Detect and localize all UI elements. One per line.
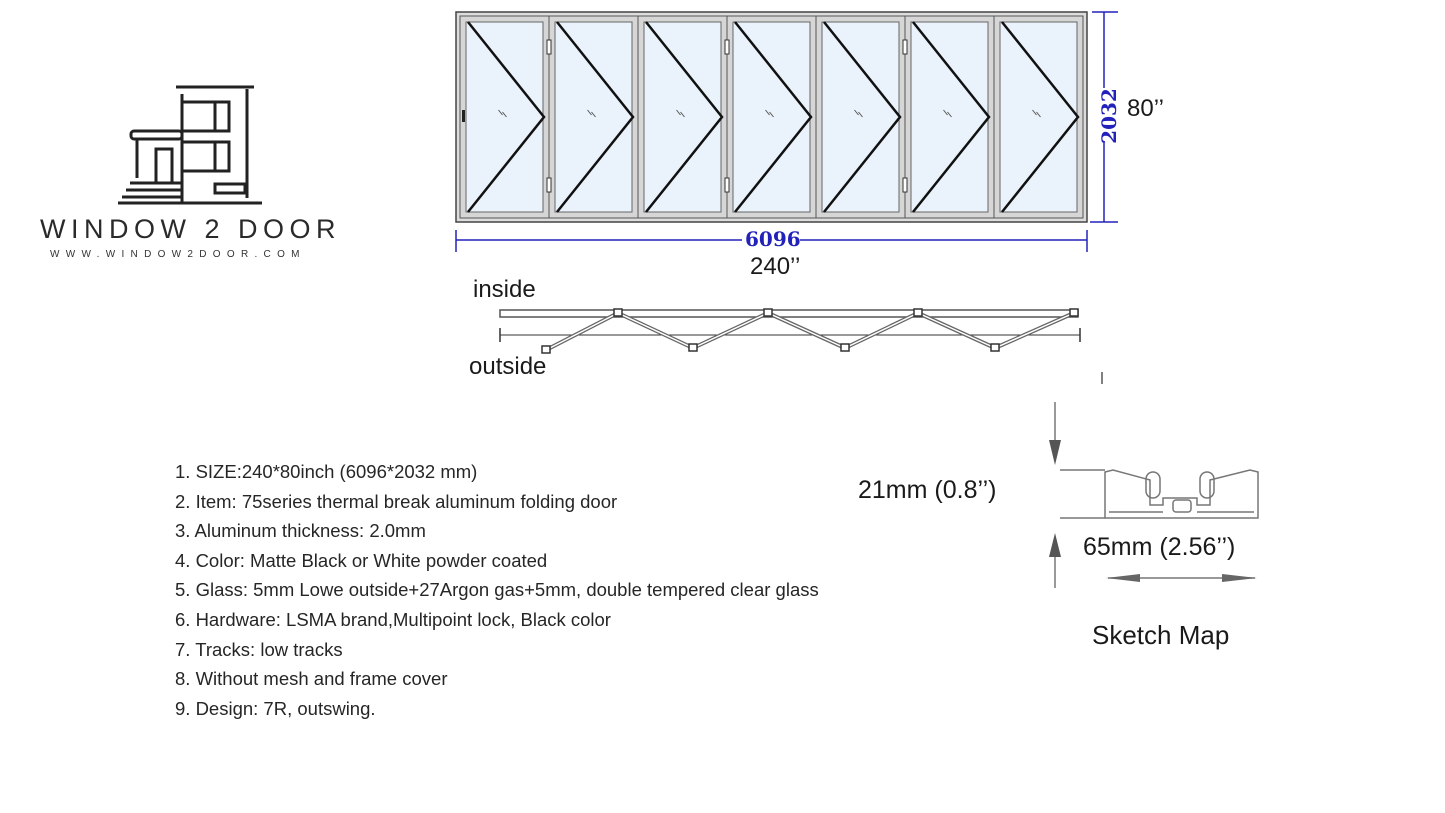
profile-width-label: 65mm (2.56’’)	[1083, 533, 1236, 561]
height-mm-label: 2032	[1096, 88, 1121, 144]
glass-mark	[587, 109, 596, 118]
logo-name: WINDOW 2 DOOR	[40, 214, 341, 244]
hinge-icon	[1069, 308, 1079, 317]
width-mm-label: 6096	[745, 227, 801, 251]
door-elevation	[455, 11, 1088, 223]
glass-pane	[554, 21, 633, 213]
profile-section-icon	[1049, 402, 1259, 588]
height-inch-label: 80’’	[1127, 95, 1164, 122]
house-logo-icon	[118, 85, 262, 205]
spec-item: 6. Hardware: LSMA brand,Multipoint lock,…	[175, 609, 611, 630]
swing-chevron	[556, 21, 635, 213]
hinge-icon	[902, 177, 908, 193]
hinge-icon	[763, 308, 773, 317]
swing-chevron	[1001, 21, 1080, 213]
hinge-icon	[613, 308, 623, 317]
handle-icon	[462, 110, 465, 122]
sketch-map-title: Sketch Map	[1092, 620, 1230, 650]
hinge-icon	[546, 177, 552, 193]
glass-pane	[643, 21, 722, 213]
hinge-icon	[724, 177, 730, 193]
spec-item: 8. Without mesh and frame cover	[175, 668, 448, 690]
spec-item: 4. Color: Matte Black or White powder co…	[175, 549, 548, 571]
glass-pane	[465, 21, 544, 213]
track	[499, 309, 1079, 318]
spec-item: 9. Design: 7R, outswing.	[175, 697, 376, 719]
hinge-icon	[913, 308, 923, 317]
swing-chevron	[734, 21, 813, 213]
hinge-icon	[546, 39, 552, 55]
glass-pane	[910, 21, 989, 213]
hinge-icon	[902, 39, 908, 55]
spec-item: 7. Tracks: low tracks	[175, 638, 343, 660]
spec-item: 2. Item: 75series thermal break aluminum…	[175, 490, 618, 512]
profile-height-label: 21mm (0.8’’)	[858, 476, 997, 504]
inside-label: inside	[473, 276, 536, 303]
hinge-icon	[541, 345, 551, 354]
width-inch-label: 240’’	[750, 253, 801, 280]
hinge-icon	[990, 343, 1000, 352]
glass-mark	[765, 109, 774, 118]
glass-mark	[676, 109, 685, 118]
dimension-lines	[455, 11, 1118, 252]
spec-item: 1. SIZE:240*80inch (6096*2032 mm)	[175, 461, 478, 482]
glass-pane	[999, 21, 1078, 213]
glass-mark	[854, 109, 863, 118]
glass-pane	[821, 21, 900, 213]
outside-label: outside	[469, 353, 547, 380]
swing-chevron	[467, 21, 546, 213]
spec-item: 5. Glass: 5mm Lowe outside+27Argon gas+5…	[175, 579, 819, 601]
swing-chevron	[912, 21, 991, 213]
glass-pane	[732, 21, 811, 213]
glass-mark	[1032, 109, 1041, 118]
hinge-icon	[840, 343, 850, 352]
hinge-icon	[724, 39, 730, 55]
glass-mark	[943, 109, 952, 118]
glass-mark	[498, 109, 507, 118]
spec-item: 3. Aluminum thickness: 2.0mm	[175, 520, 426, 542]
hinge-icon	[688, 343, 698, 352]
swing-chevron	[823, 21, 902, 213]
fold-plan-view	[499, 308, 1103, 384]
logo-url: WWW.WINDOW2DOOR.COM	[50, 249, 306, 260]
swing-chevron	[645, 21, 724, 213]
